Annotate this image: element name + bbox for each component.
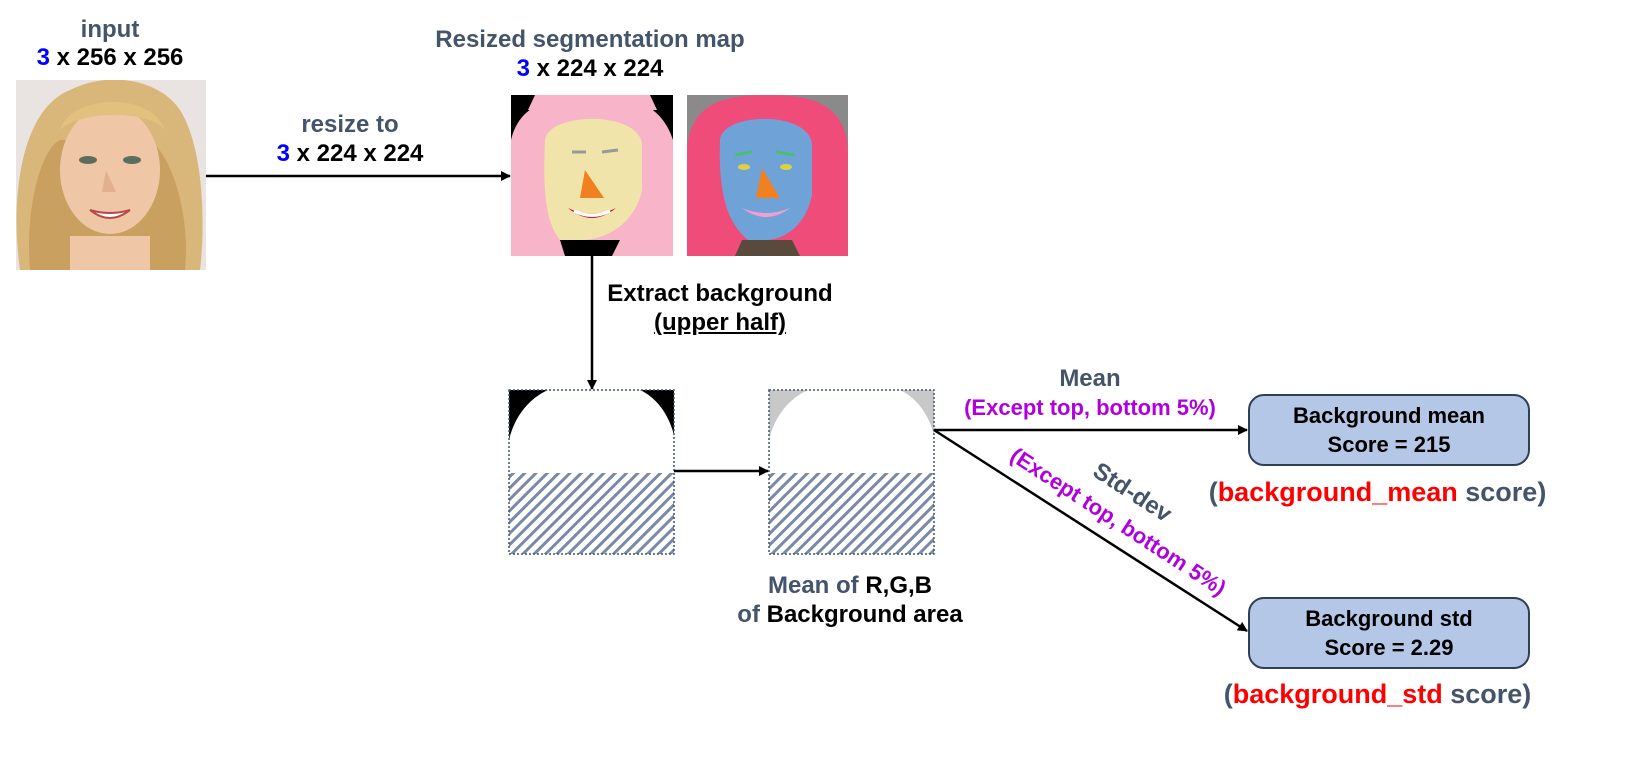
background-std-score: Score = 2.29	[1324, 635, 1454, 660]
background-mean-metric: (background_mean score)	[1208, 477, 1547, 507]
input-label: input	[80, 16, 140, 43]
background-mean-title: Background mean	[1293, 403, 1485, 428]
segmentation-map-image	[511, 95, 673, 256]
input-dims: 3 x 256 x 256	[36, 44, 184, 71]
resize-channel-count: 3	[276, 140, 290, 167]
mean-rgb-label: Mean of R,G,B	[767, 572, 932, 599]
mean-path-label: Mean	[1059, 365, 1121, 392]
mean-rgb-area-label: of Background area	[737, 601, 963, 628]
resize-label: resize to	[301, 111, 399, 138]
background-std-metric-name: background_std	[1232, 679, 1443, 709]
mean-background-image	[768, 389, 935, 555]
background-std-box: Background std Score = 2.29	[1248, 597, 1530, 669]
background-mean-metric-name: background_mean	[1217, 477, 1458, 507]
input-face-image	[16, 80, 206, 270]
segmentation-overlay-image	[687, 95, 848, 256]
extract-background-label: Extract background	[607, 280, 833, 307]
background-mean-box: Background mean Score = 215	[1248, 394, 1530, 466]
background-std-title: Background std	[1305, 606, 1473, 631]
segmentation-label: Resized segmentation map	[435, 26, 745, 53]
segmentation-channel-count: 3	[516, 55, 530, 82]
std-path-note: (Except top, bottom 5%)	[1005, 442, 1231, 601]
background-mean-score: Score = 215	[1327, 432, 1451, 457]
mean-path-note: (Except top, bottom 5%)	[964, 395, 1216, 420]
extract-upper-half-label: (upper half)	[654, 309, 786, 336]
background-std-metric: (background_std score)	[1223, 679, 1532, 709]
extracted-background-image	[508, 389, 675, 555]
input-channel-count: 3	[36, 44, 50, 71]
resize-dims: 3 x 224 x 224	[276, 140, 424, 167]
segmentation-dims: 3 x 224 x 224	[516, 55, 664, 82]
